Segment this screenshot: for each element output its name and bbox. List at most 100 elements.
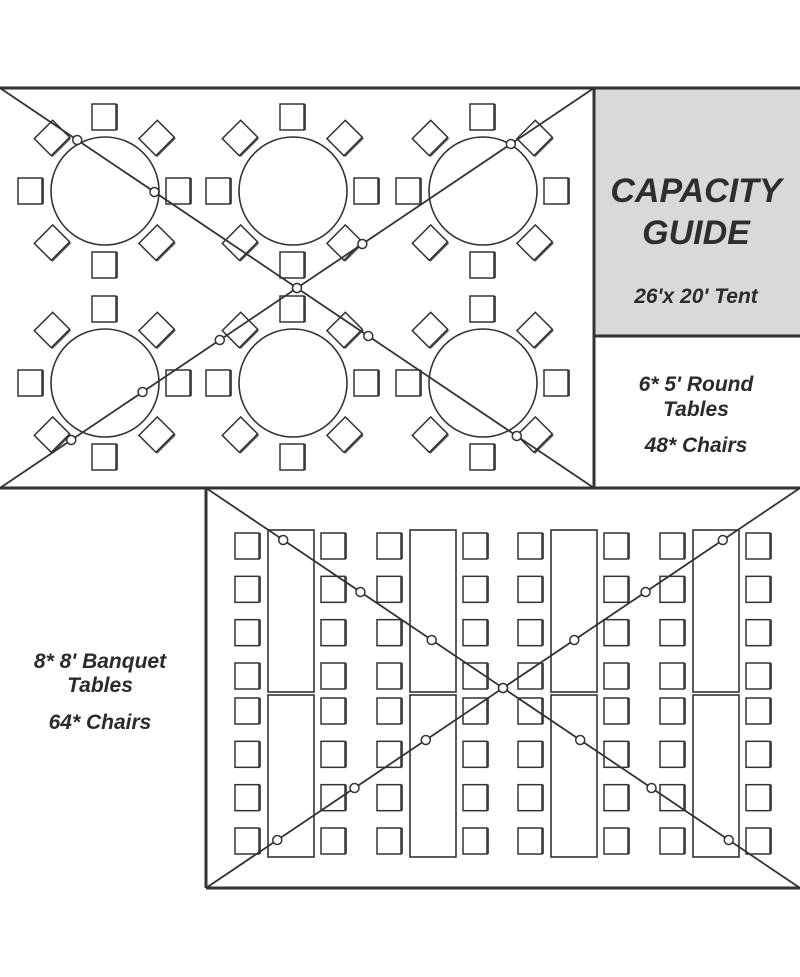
banquet-table <box>409 529 457 693</box>
chair <box>221 119 260 158</box>
chair <box>659 827 686 855</box>
chair <box>234 618 261 647</box>
round-tables-line-1: 6* 5' Round <box>638 373 754 396</box>
chair <box>137 119 176 158</box>
chair <box>462 697 489 725</box>
chair <box>603 575 630 604</box>
chair <box>517 532 544 560</box>
banquet-chairs-label: 64* Chairs <box>48 711 152 734</box>
chair <box>745 532 772 560</box>
chair <box>353 369 380 397</box>
chair <box>91 443 118 471</box>
round-tables-line-2: Tables <box>663 398 729 421</box>
cable-stake <box>363 330 374 342</box>
chair <box>376 697 403 725</box>
chair <box>91 251 118 279</box>
cable-stake <box>717 534 729 546</box>
round-tables-label: 6* 5' Round Tables <box>600 372 792 422</box>
banquet-table <box>692 529 740 693</box>
chair <box>603 618 630 647</box>
chair <box>376 532 403 560</box>
chair <box>137 415 176 454</box>
chair <box>462 740 489 769</box>
cable-stake <box>71 134 83 146</box>
chair <box>376 662 403 690</box>
banquet-table <box>550 694 598 858</box>
cable-stake <box>497 682 509 694</box>
cable-stake <box>511 430 523 442</box>
chair <box>517 827 544 855</box>
chair <box>33 223 72 262</box>
banquet-table-setting <box>234 694 347 858</box>
capacity-guide-panel <box>594 89 800 335</box>
chair <box>320 662 347 690</box>
chair <box>279 103 306 131</box>
cable-stake <box>420 734 432 746</box>
round-table <box>238 328 348 438</box>
chair <box>745 662 772 690</box>
chair <box>462 618 489 647</box>
chair <box>137 223 176 262</box>
cable-stake <box>355 586 366 598</box>
tent-cables <box>0 87 800 889</box>
banquet-table-layout <box>234 529 772 858</box>
cable <box>0 87 595 489</box>
chair <box>745 697 772 725</box>
chair <box>221 415 260 454</box>
chair <box>234 532 261 560</box>
chair <box>320 532 347 560</box>
chair <box>745 740 772 769</box>
chair <box>745 783 772 812</box>
chair <box>234 827 261 855</box>
chair <box>515 311 554 350</box>
chair <box>33 311 72 350</box>
frame-lines <box>0 86 800 890</box>
banquet-table-setting <box>659 529 772 693</box>
chair <box>376 575 403 604</box>
chair <box>234 740 261 769</box>
chair <box>376 827 403 855</box>
cable-stake <box>426 634 437 646</box>
chair <box>745 575 772 604</box>
banquet-table-setting <box>376 529 489 693</box>
chair <box>469 251 496 279</box>
chair <box>17 177 44 205</box>
round-table <box>238 136 348 246</box>
chair <box>469 443 496 471</box>
chair <box>659 662 686 690</box>
chair <box>462 532 489 560</box>
round-table-setting <box>17 103 192 279</box>
chair <box>411 119 450 158</box>
chair <box>603 697 630 725</box>
cable-stake <box>357 238 368 250</box>
chair <box>517 618 544 647</box>
title-line-1: CAPACITY <box>610 172 782 210</box>
round-table <box>428 136 538 246</box>
chair <box>603 783 630 812</box>
cable-stake <box>349 782 360 794</box>
chair <box>462 783 489 812</box>
chair <box>353 177 380 205</box>
cable-stake <box>66 434 77 446</box>
chair <box>234 783 261 812</box>
chair <box>515 119 554 158</box>
tent-size-label: 26'x 20' Tent <box>634 285 758 308</box>
chair <box>325 119 364 158</box>
banquet-table-setting <box>659 694 772 858</box>
banquet-table-setting <box>234 529 347 693</box>
chair <box>33 415 72 454</box>
chair <box>517 783 544 812</box>
chair <box>320 783 347 812</box>
round-table <box>428 328 538 438</box>
chair <box>320 697 347 725</box>
title-line-2: GUIDE <box>642 214 750 252</box>
chair <box>517 740 544 769</box>
chair <box>205 177 232 205</box>
chair <box>469 295 496 323</box>
chair <box>320 740 347 769</box>
chair <box>411 223 450 262</box>
cable-stake <box>277 534 289 546</box>
banquet-table <box>692 694 740 858</box>
chair <box>320 827 347 855</box>
